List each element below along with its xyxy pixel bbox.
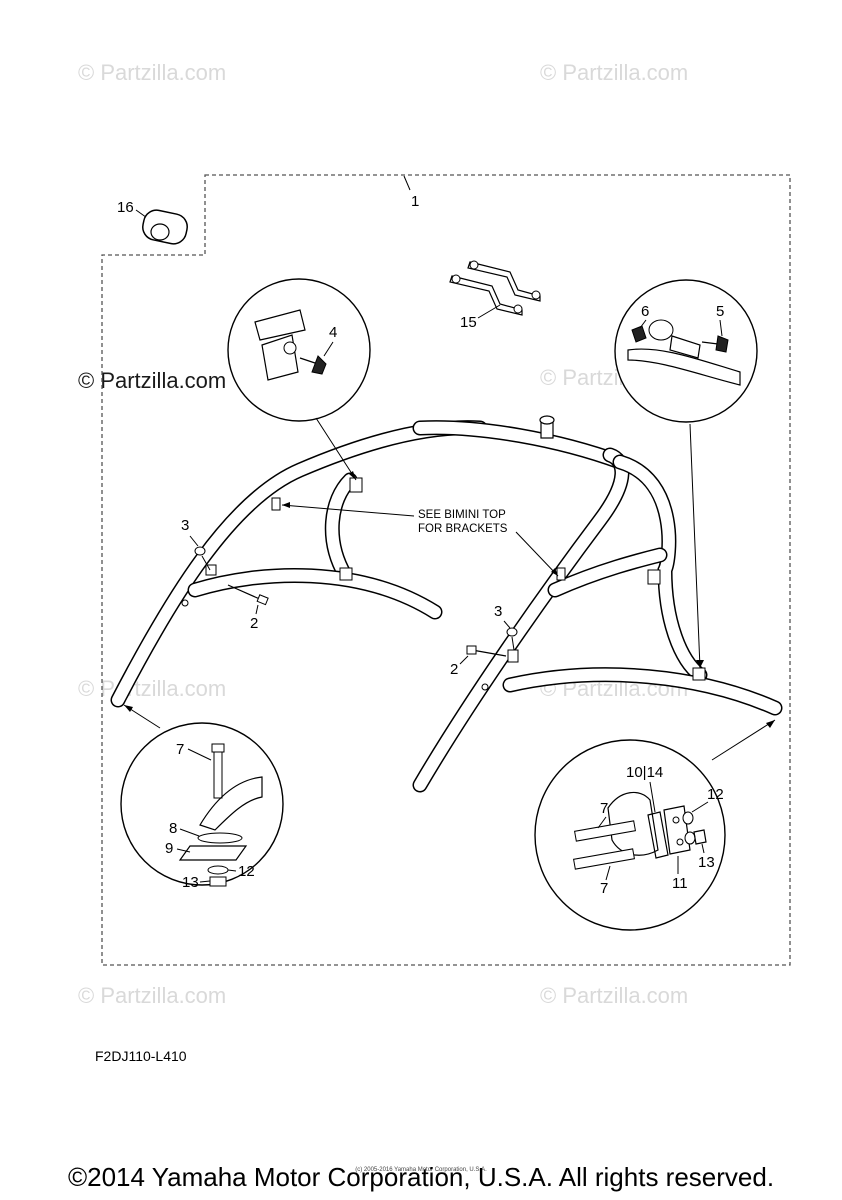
callout-7-left: 7 xyxy=(176,741,184,758)
watermarks: © Partzilla.com © Partzilla.com © Partzi… xyxy=(78,60,688,1008)
callout-12-left: 12 xyxy=(238,863,255,880)
callout-11: 11 xyxy=(672,875,688,892)
callout-4: 4 xyxy=(329,324,337,341)
bimini-note: SEE BIMINI TOP FOR BRACKETS xyxy=(281,502,559,577)
copyright-notice: ©2014 Yamaha Motor Corporation, U.S.A. A… xyxy=(67,1162,775,1192)
callout-13-right: 13 xyxy=(698,854,715,871)
watermark: © Partzilla.com xyxy=(540,60,688,85)
note-line-2: FOR BRACKETS xyxy=(418,523,508,535)
callout-1: 1 xyxy=(411,193,419,210)
watermark: © Partzilla.com xyxy=(78,983,226,1008)
callout-12-right: 12 xyxy=(707,786,724,803)
watermark: © Partzilla.com xyxy=(540,983,688,1008)
callout-3-right: 3 xyxy=(494,603,502,620)
tower-frame xyxy=(110,415,783,793)
callout-15: 15 xyxy=(460,314,477,331)
callout-7-right-bottom: 7 xyxy=(600,880,608,897)
callout-6: 6 xyxy=(641,303,649,320)
callout-16: 16 xyxy=(117,199,134,216)
callout-8: 8 xyxy=(169,820,177,837)
watermark: © Partzilla.com xyxy=(78,60,226,85)
callout-5: 5 xyxy=(716,303,724,320)
callout-13-left: 13 xyxy=(182,874,199,891)
watermark-dark: © Partzilla.com xyxy=(78,368,226,393)
callout-2-right: 2 xyxy=(450,661,458,678)
callout-7-right-top: 7 xyxy=(600,800,608,817)
leader-1 xyxy=(403,175,411,191)
copyright-small: (c) 2005-2016 Yamaha Motor Corporation, … xyxy=(355,1167,487,1173)
callout-3-left: 3 xyxy=(181,517,189,534)
part-16-cap: 16 xyxy=(117,199,188,245)
callout-10-14: 10|14 xyxy=(626,764,663,781)
watermark: © Partzilla.com xyxy=(78,676,226,701)
part-15-brackets: 15 xyxy=(449,260,541,331)
detail-circle-parts-5-6: 6 5 xyxy=(614,279,758,669)
diagram-code: F2DJ110-L410 xyxy=(95,1048,187,1064)
part-2-3-left: 3 2 xyxy=(181,517,269,632)
assembly-boundary xyxy=(101,174,791,966)
detail-circle-right-mount: 10|14 12 7 7 13 11 xyxy=(534,719,776,931)
part-2-3-right: 3 2 xyxy=(450,603,518,678)
detail-circle-part-4: 4 xyxy=(227,278,371,481)
note-line-1: SEE BIMINI TOP xyxy=(418,509,506,521)
detail-circle-left-mount: 7 8 9 12 13 xyxy=(120,704,284,891)
callout-2-left: 2 xyxy=(250,615,258,632)
callout-9: 9 xyxy=(165,840,173,857)
